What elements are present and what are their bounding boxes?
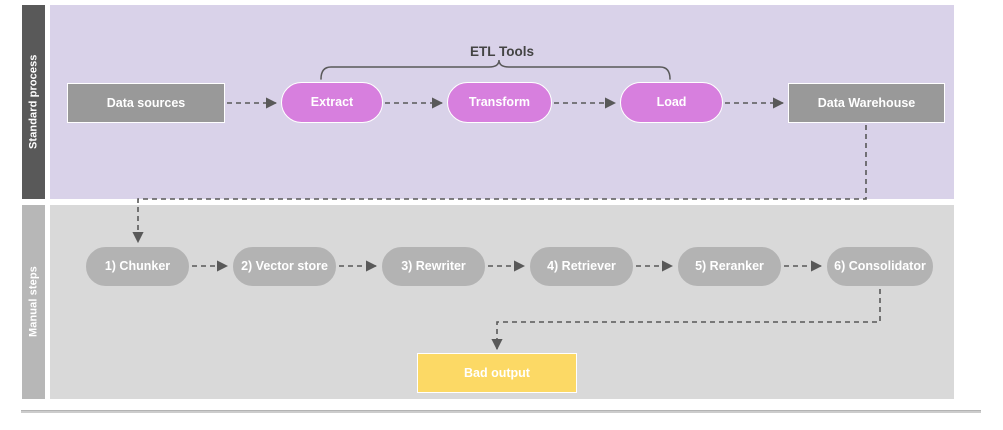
node-consolidator[interactable]: 6) Consolidator: [826, 246, 934, 287]
bottom-divider: [21, 410, 981, 413]
node-rewriter[interactable]: 3) Rewriter: [381, 246, 486, 287]
swimlane-header-standard-process: Standard process: [21, 4, 46, 200]
node-retriever[interactable]: 4) Retriever: [529, 246, 634, 287]
swimlane-header-manual-steps: Manual steps: [21, 204, 46, 400]
node-reranker[interactable]: 5) Reranker: [677, 246, 782, 287]
node-vector-store[interactable]: 2) Vector store: [232, 246, 337, 287]
etl-tools-bracket-label: ETL Tools: [470, 44, 534, 59]
node-chunker[interactable]: 1) Chunker: [85, 246, 190, 287]
node-extract[interactable]: Extract: [281, 82, 383, 123]
node-data-warehouse[interactable]: Data Warehouse: [788, 83, 945, 123]
node-transform[interactable]: Transform: [447, 82, 552, 123]
node-data-sources[interactable]: Data sources: [67, 83, 225, 123]
node-load[interactable]: Load: [620, 82, 723, 123]
node-bad-output[interactable]: Bad output: [417, 353, 577, 393]
